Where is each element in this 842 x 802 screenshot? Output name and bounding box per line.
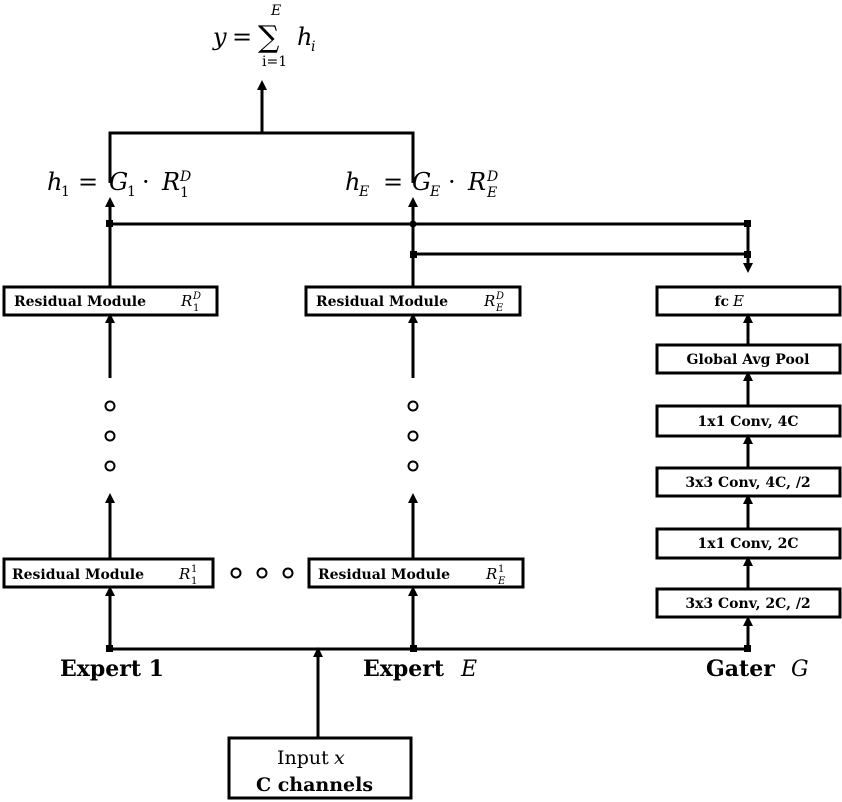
input-box [227,736,413,800]
sum-term: h [297,23,312,51]
input-label: Input [277,747,329,769]
gater-fc-box [655,285,842,317]
experts-ellipsis-dot [256,567,268,579]
output-formula: y = ∑ E i=1 h i [212,3,315,70]
expert1-ellipsis-dot [104,460,116,472]
gater-fc-var: E [732,292,744,310]
expert1-ellipsis-dot [104,400,116,412]
experts-ellipsis-dot [230,567,242,579]
expertE-label-var: E [460,657,477,682]
expert1-bottom-module-sup: 1 [191,564,197,575]
gater-layer-label: 3x3 Conv, 4C, /2 [685,475,810,491]
gE-symbol: G [412,168,431,196]
expertE-top-module-label: Residual Module [316,294,448,310]
expertE-label: Expert [363,656,445,682]
expert1-top-module-sup: D [192,291,201,302]
expertE-bottom-module [307,557,525,589]
junction-gater-E [744,251,751,258]
junction-gater-1 [744,220,751,227]
r1-superscript: D [179,169,191,185]
gater-layer-label: 1x1 Conv, 4C [698,414,799,430]
gater-layer-box [655,404,842,438]
gater-layer-label: Global Avg Pool [687,352,810,368]
gater-fc-label: fc [714,294,729,310]
sum-upper-limit: E [270,3,281,19]
sum-lower-limit: i=1 [262,54,287,70]
expertE-bottom-module-label: Residual Module [318,567,450,583]
expert1-top-module-label: Residual Module [14,294,146,310]
hE-formula: h E = G E · R D E [345,168,498,201]
junction-input-1 [106,645,113,652]
expertE-top-module-r: R [483,292,495,310]
expertE-ellipsis-dot [407,460,419,472]
expertE-top-module-sub: E [495,303,504,314]
r1-symbol: R [161,168,180,196]
h1-dot: · [142,168,150,196]
combine-bracket [108,131,415,183]
expertE-bottom-module-r: R [485,565,497,583]
expert1-top-module-sub: 1 [193,303,199,314]
expert1-bottom-module-sub: 1 [191,576,197,587]
g1-subscript: 1 [127,184,136,200]
input-var: x [334,747,345,769]
gater-layer-box [655,527,842,560]
expertE-bottom-module-sub: E [497,576,506,587]
output-equals: = [232,23,252,51]
expert1-label: Expert 1 [60,656,164,682]
expert1-top-module-r: R [180,292,192,310]
h1-equals: = [78,168,98,196]
expertE-ellipsis-dot [407,400,419,412]
rE-superscript: D [486,169,498,185]
junction-input-E [410,645,417,652]
expert1-ellipsis-dot [104,430,116,442]
gater-layer-box [655,343,842,375]
expert1-bottom-module-label: Residual Module [12,567,144,583]
h1-symbol: h [47,168,62,196]
sum-symbol: ∑ [258,20,280,55]
hE-dot: · [448,168,456,196]
expertE-top-module-sup: D [495,291,504,302]
output-lhs: y [212,23,227,51]
gater-layer-label: 3x3 Conv, 2C, /2 [685,596,810,612]
gater-label-var: G [791,657,809,682]
hE-symbol: h [345,168,360,196]
gater-layer-label: 1x1 Conv, 2C [698,536,799,552]
junction-input-gater [744,645,751,652]
h1-subscript: 1 [61,184,70,200]
g1-symbol: G [109,168,128,196]
hE-equals: = [383,168,403,196]
rE-symbol: R [467,168,486,196]
expertE-ellipsis-dot [407,430,419,442]
gE-subscript: E [429,184,440,200]
rE-subscript: E [486,185,497,201]
expert1-bottom-module-r: R [178,565,190,583]
expertE-bottom-module-sup: 1 [498,564,504,575]
experts-ellipsis-dot [282,567,294,579]
h1-formula: h 1 = G 1 · R D 1 [47,168,191,201]
gater-label: Gater [706,656,775,682]
hE-subscript: E [358,184,369,200]
sum-term-subscript: i [311,39,315,55]
r1-subscript: 1 [180,185,189,201]
input-channels: C channels [256,774,373,796]
gater-layer-box [655,466,842,498]
expertE-top-module [304,285,522,317]
